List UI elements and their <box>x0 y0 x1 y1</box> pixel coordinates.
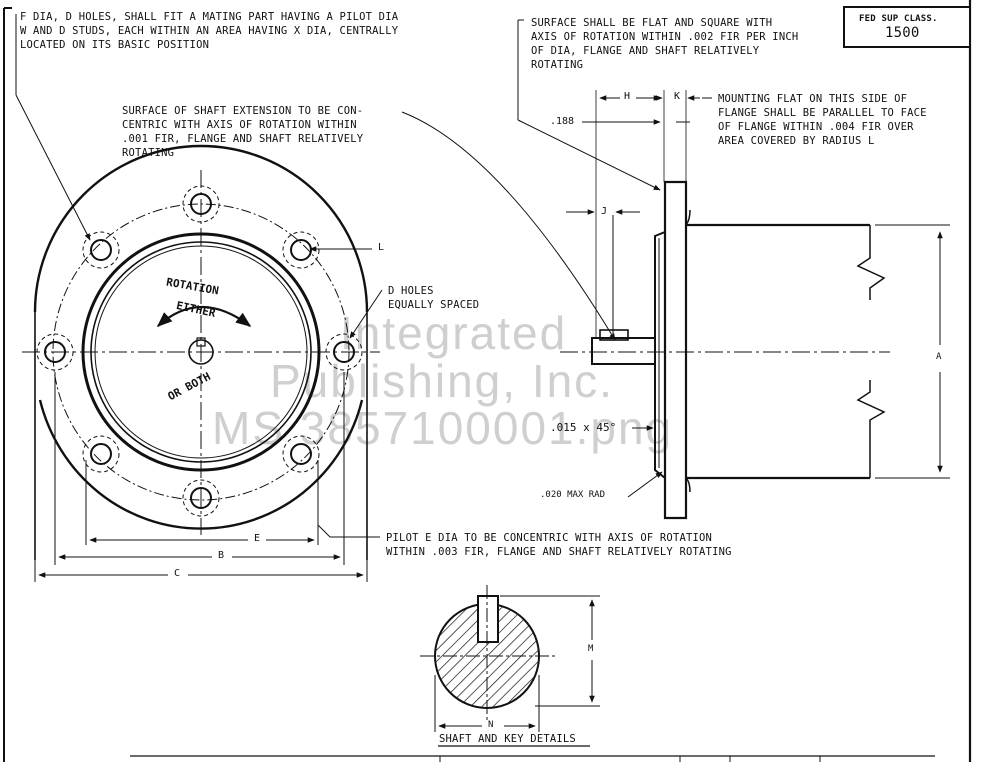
bolt-hole <box>82 435 120 473</box>
bolt-hole <box>182 479 220 517</box>
note-pilot-line-1: PILOT E DIA TO BE CONCENTRIC WITH AXIS O… <box>386 532 713 544</box>
sheet-border <box>3 0 972 762</box>
dim-chamfer: .015 x 45° <box>550 421 617 434</box>
note-fit-line-1: F DIA, D HOLES, SHALL FIT A MATING PART … <box>20 11 399 23</box>
note-mounting-flat-line-2: FLANGE SHALL BE PARALLEL TO FACE <box>718 107 927 119</box>
note-d-holes-line-2: EQUALLY SPACED <box>388 299 480 311</box>
bolt-hole <box>82 231 120 269</box>
note-flat-square-line-3: OF DIA, FLANGE AND SHAFT RELATIVELY <box>531 45 760 57</box>
note-shaft-extension-line-3: .001 FIR, FLANGE AND SHAFT RELATIVELY <box>122 133 364 145</box>
leader-lines <box>15 14 616 582</box>
watermark-line-3: MS 3857100001.png <box>212 402 674 454</box>
note-pilot-line-2: WITHIN .003 FIR, FLANGE AND SHAFT RELATI… <box>386 546 732 558</box>
shaft-key-section <box>420 585 600 747</box>
bolt-hole <box>325 333 363 371</box>
side-view <box>560 90 890 520</box>
dim-E: E <box>254 533 261 544</box>
class-box-title: FED SUP CLASS. <box>859 14 938 24</box>
side-dimensions <box>517 19 950 498</box>
rotation-arrow <box>156 306 252 328</box>
dim-J: J <box>601 206 608 217</box>
note-flat-square-line-2: AXIS OF ROTATION WITHIN .002 FIR PER INC… <box>531 31 799 43</box>
dim-H: H <box>624 91 631 102</box>
dim-max-rad: .020 MAX RAD <box>540 490 606 500</box>
bolt-hole <box>36 333 74 371</box>
dim-A: A <box>936 352 942 362</box>
dim-L: L <box>378 242 385 253</box>
shaft-key-caption: SHAFT AND KEY DETAILS <box>439 733 576 745</box>
fed-sup-class-box: FED SUP CLASS. 1500 <box>843 6 971 48</box>
note-d-holes-line-1: D HOLES <box>388 285 434 297</box>
note-shaft-extension-line-2: CENTRIC WITH AXIS OF ROTATION WITHIN <box>122 119 357 131</box>
dim-188: .188 <box>550 116 575 127</box>
dim-C: C <box>174 568 181 579</box>
note-flat-square-line-1: SURFACE SHALL BE FLAT AND SQUARE WITH <box>531 17 773 29</box>
dim-N: N <box>488 720 494 730</box>
bolt-holes <box>36 185 363 517</box>
bolt-hole <box>282 231 320 269</box>
note-fit-line-2: W AND D STUDS, EACH WITHIN AN AREA HAVIN… <box>20 25 399 37</box>
note-mounting-flat-line-3: OF FLANGE WITHIN .004 FIR OVER <box>718 121 914 133</box>
note-mounting-flat-line-4: AREA COVERED BY RADIUS L <box>718 135 875 147</box>
bolt-hole <box>282 435 320 473</box>
front-view <box>22 144 380 560</box>
class-box-value: 1500 <box>885 25 920 41</box>
dim-K: K <box>674 91 681 102</box>
note-flat-square-line-4: ROTATING <box>531 59 584 71</box>
dim-B: B <box>218 550 225 561</box>
note-shaft-extension-line-1: SURFACE OF SHAFT EXTENSION TO BE CON- <box>122 105 364 117</box>
watermark-line-1: Integrated <box>340 307 568 359</box>
note-fit-line-3: LOCATED ON ITS BASIC POSITION <box>20 39 210 51</box>
note-shaft-extension-line-4: ROTATING <box>122 147 175 159</box>
note-mounting-flat-line-1: MOUNTING FLAT ON THIS SIDE OF <box>718 93 908 105</box>
dim-M: M <box>588 644 594 654</box>
bolt-hole <box>182 185 220 223</box>
